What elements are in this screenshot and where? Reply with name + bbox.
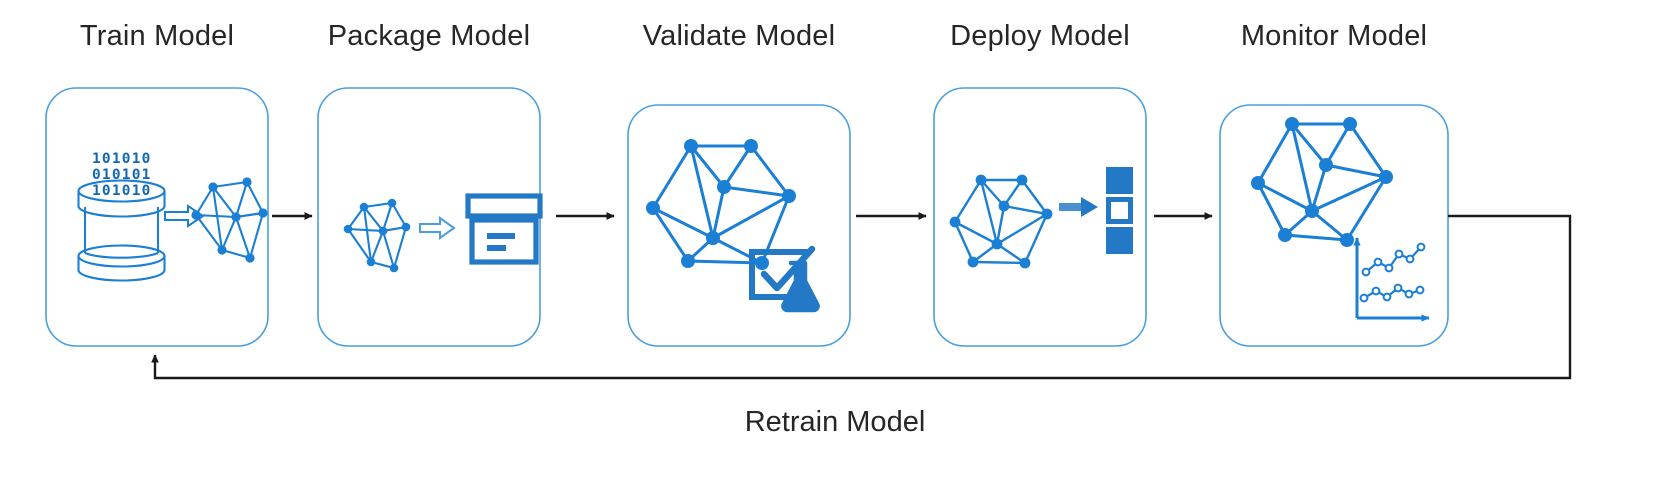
binary-digits-icon: 101010 010101 101010 bbox=[92, 151, 152, 199]
svg-text:010101: 010101 bbox=[92, 167, 152, 183]
stage-title-package: Package Model bbox=[327, 20, 531, 52]
stage-title-deploy: Deploy Model bbox=[950, 20, 1130, 52]
stage-title-validate: Validate Model bbox=[642, 20, 836, 52]
stage-title-train: Train Model bbox=[79, 20, 235, 52]
deploy-square-outline-middle bbox=[1106, 197, 1133, 224]
svg-text:101010: 101010 bbox=[92, 183, 152, 199]
card-train-model[interactable]: 101010 010101 101010 bbox=[45, 87, 269, 347]
network-nodes-train bbox=[191, 177, 268, 263]
deployment-targets-icon bbox=[1106, 167, 1133, 254]
svg-text:101010: 101010 bbox=[92, 151, 152, 167]
flow-arrow-icon-package bbox=[419, 216, 456, 240]
network-nodes-validate bbox=[646, 139, 796, 270]
deploy-arrow-icon bbox=[1059, 197, 1098, 217]
stage-title-monitor: Monitor Model bbox=[1240, 20, 1428, 52]
network-graph-icon-validate bbox=[651, 144, 791, 265]
retrain-loop-label: Retrain Model bbox=[744, 406, 926, 438]
connector-retrain-loop bbox=[151, 214, 1572, 380]
network-nodes-package bbox=[343, 198, 411, 273]
database-cylinder-icon bbox=[77, 179, 166, 282]
network-nodes-monitor bbox=[1251, 117, 1393, 247]
card-package-model[interactable] bbox=[317, 87, 543, 347]
network-nodes-deploy bbox=[949, 174, 1053, 269]
network-graph-icon-deploy bbox=[953, 178, 1049, 265]
card-deploy-model[interactable] bbox=[933, 87, 1147, 347]
monitor-linechart-icon bbox=[1353, 237, 1430, 322]
flow-arrow-icon-train bbox=[164, 204, 205, 228]
package-box-icon bbox=[465, 193, 543, 265]
card-outline-monitor bbox=[1219, 104, 1449, 347]
deploy-square-filled-bottom bbox=[1106, 227, 1133, 254]
card-monitor-model[interactable] bbox=[1219, 104, 1449, 347]
flask-icon bbox=[781, 260, 820, 313]
card-validate-model[interactable] bbox=[627, 104, 851, 347]
deploy-square-filled-top bbox=[1106, 167, 1133, 194]
